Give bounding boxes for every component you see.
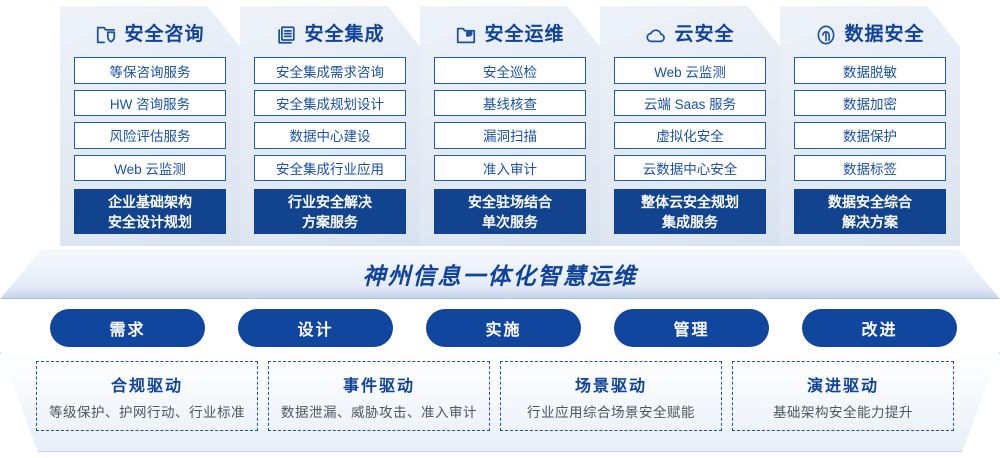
service-item[interactable]: 数据脱敏 — [794, 57, 946, 84]
banner-edge-shadow — [0, 249, 1000, 299]
service-card-title: 数据安全 — [844, 23, 925, 45]
service-item[interactable]: 安全巡检 — [434, 57, 586, 84]
fingerprint-icon — [815, 24, 837, 46]
service-item[interactable]: 等保咨询服务 — [74, 57, 226, 84]
service-card-inner: 安全运维安全巡检基线核查漏洞扫描准入审计安全驻场结合 单次服务 — [420, 6, 600, 246]
service-item[interactable]: HW 咨询服务 — [74, 89, 226, 117]
drivers-list: 合规驱动等级保护、护网行动、行业标准事件驱动数据泄漏、威胁攻击、准入审计场景驱动… — [0, 352, 1000, 452]
service-card: 安全集成安全集成需求咨询安全集成规划设计数据中心建设安全集成行业应用行业安全解决… — [240, 6, 420, 246]
service-card: 安全运维安全巡检基线核查漏洞扫描准入审计安全驻场结合 单次服务 — [420, 6, 600, 246]
service-item[interactable]: 基线核查 — [434, 89, 586, 117]
lifecycle-pill[interactable]: 需求 — [50, 309, 205, 347]
documents-stack-icon — [275, 24, 297, 46]
service-card: 安全咨询等保咨询服务 HW 咨询服务风险评估服务 Web 云监测企业基础架构 安全设… — [60, 6, 240, 246]
cloud-icon — [645, 24, 667, 46]
service-card-title: 云安全 — [674, 23, 735, 45]
driver-subtitle: 基础架构安全能力提升 — [773, 404, 913, 420]
service-card: 云安全 Web 云监测云端 Saas 服务虚拟化安全云数据中心安全整体云安全规划 … — [600, 6, 780, 246]
service-card-title: 安全运维 — [484, 23, 565, 45]
driver-box: 事件驱动数据泄漏、威胁攻击、准入审计 — [268, 361, 490, 431]
service-card-title: 安全咨询 — [124, 23, 205, 45]
service-item[interactable]: 风险评估服务 — [74, 122, 226, 149]
service-columns: 安全咨询等保咨询服务 HW 咨询服务风险评估服务 Web 云监测企业基础架构 安全设… — [60, 6, 960, 246]
service-item[interactable]: 数据标签 — [794, 154, 946, 182]
driver-title: 场景驱动 — [574, 377, 647, 395]
banner-title: 神州信息一体化智慧运维 — [362, 263, 638, 289]
service-item[interactable]: 漏洞扫描 — [434, 122, 586, 149]
driver-subtitle: 行业应用综合场景安全赋能 — [527, 404, 695, 420]
service-item[interactable]: 准入审计 — [434, 154, 586, 182]
service-item[interactable]: 安全集成需求咨询 — [254, 57, 406, 84]
service-item[interactable]: 安全集成行业应用 — [254, 154, 406, 182]
lifecycle-pill[interactable]: 改进 — [802, 309, 957, 347]
service-card-inner: 云安全 Web 云监测云端 Saas 服务虚拟化安全云数据中心安全整体云安全规划 … — [600, 6, 780, 246]
banner-shape — [0, 249, 1000, 299]
service-item[interactable]: 数据保护 — [794, 122, 946, 149]
driver-title: 合规驱动 — [110, 377, 183, 395]
service-highlight[interactable]: 企业基础架构 安全设计规划 — [74, 189, 226, 235]
service-highlight[interactable]: 整体云安全规划 集成服务 — [614, 189, 766, 235]
service-item[interactable]: Web 云监测 — [614, 57, 766, 84]
folder-shield-icon — [95, 24, 117, 46]
service-item[interactable]: 安全集成规划设计 — [254, 89, 406, 117]
service-item[interactable]: 云端 Saas 服务 — [614, 89, 766, 117]
drivers-panel: 合规驱动等级保护、护网行动、行业标准事件驱动数据泄漏、威胁攻击、准入审计场景驱动… — [0, 352, 1000, 452]
service-card-title: 安全集成 — [304, 23, 385, 45]
service-card-inner: 数据安全数据脱敏数据加密数据保护数据标签数据安全综合 解决方案 — [780, 6, 960, 246]
service-card-inner: 安全咨询等保咨询服务 HW 咨询服务风险评估服务 Web 云监测企业基础架构 安全设… — [60, 6, 240, 246]
service-card-header: 安全集成 — [275, 20, 384, 49]
lifecycle-pill-row: 需求设计实施管理改进 — [0, 309, 1000, 347]
service-card-header: 云安全 — [645, 20, 734, 49]
lifecycle-pill[interactable]: 设计 — [238, 309, 393, 347]
driver-subtitle: 数据泄漏、威胁攻击、准入审计 — [281, 404, 477, 420]
driver-box: 演进驱动基础架构安全能力提升 — [732, 361, 954, 431]
driver-subtitle: 等级保护、护网行动、行业标准 — [49, 404, 245, 420]
service-card-inner: 安全集成安全集成需求咨询安全集成规划设计数据中心建设安全集成行业应用行业安全解决… — [240, 6, 420, 246]
folder-chart-icon — [455, 24, 477, 46]
platform-banner: 神州信息一体化智慧运维 — [0, 249, 1000, 299]
driver-title: 演进驱动 — [806, 377, 879, 395]
service-item[interactable]: 数据中心建设 — [254, 122, 406, 149]
service-item[interactable]: Web 云监测 — [74, 154, 226, 182]
service-card-header: 安全运维 — [455, 20, 564, 49]
driver-box: 合规驱动等级保护、护网行动、行业标准 — [36, 361, 258, 431]
service-item[interactable]: 云数据中心安全 — [614, 154, 766, 182]
service-item[interactable]: 虚拟化安全 — [614, 122, 766, 149]
driver-box: 场景驱动行业应用综合场景安全赋能 — [500, 361, 722, 431]
service-highlight[interactable]: 安全驻场结合 单次服务 — [434, 189, 586, 235]
lifecycle-pill[interactable]: 管理 — [614, 309, 769, 347]
service-highlight[interactable]: 数据安全综合 解决方案 — [794, 189, 946, 235]
driver-title: 事件驱动 — [342, 377, 415, 395]
service-card-header: 数据安全 — [815, 20, 924, 49]
service-card-header: 安全咨询 — [95, 20, 204, 49]
lifecycle-pill[interactable]: 实施 — [426, 309, 581, 347]
service-highlight[interactable]: 行业安全解决 方案服务 — [254, 189, 406, 235]
service-item[interactable]: 数据加密 — [794, 89, 946, 117]
service-card: 数据安全数据脱敏数据加密数据保护数据标签数据安全综合 解决方案 — [780, 6, 960, 246]
